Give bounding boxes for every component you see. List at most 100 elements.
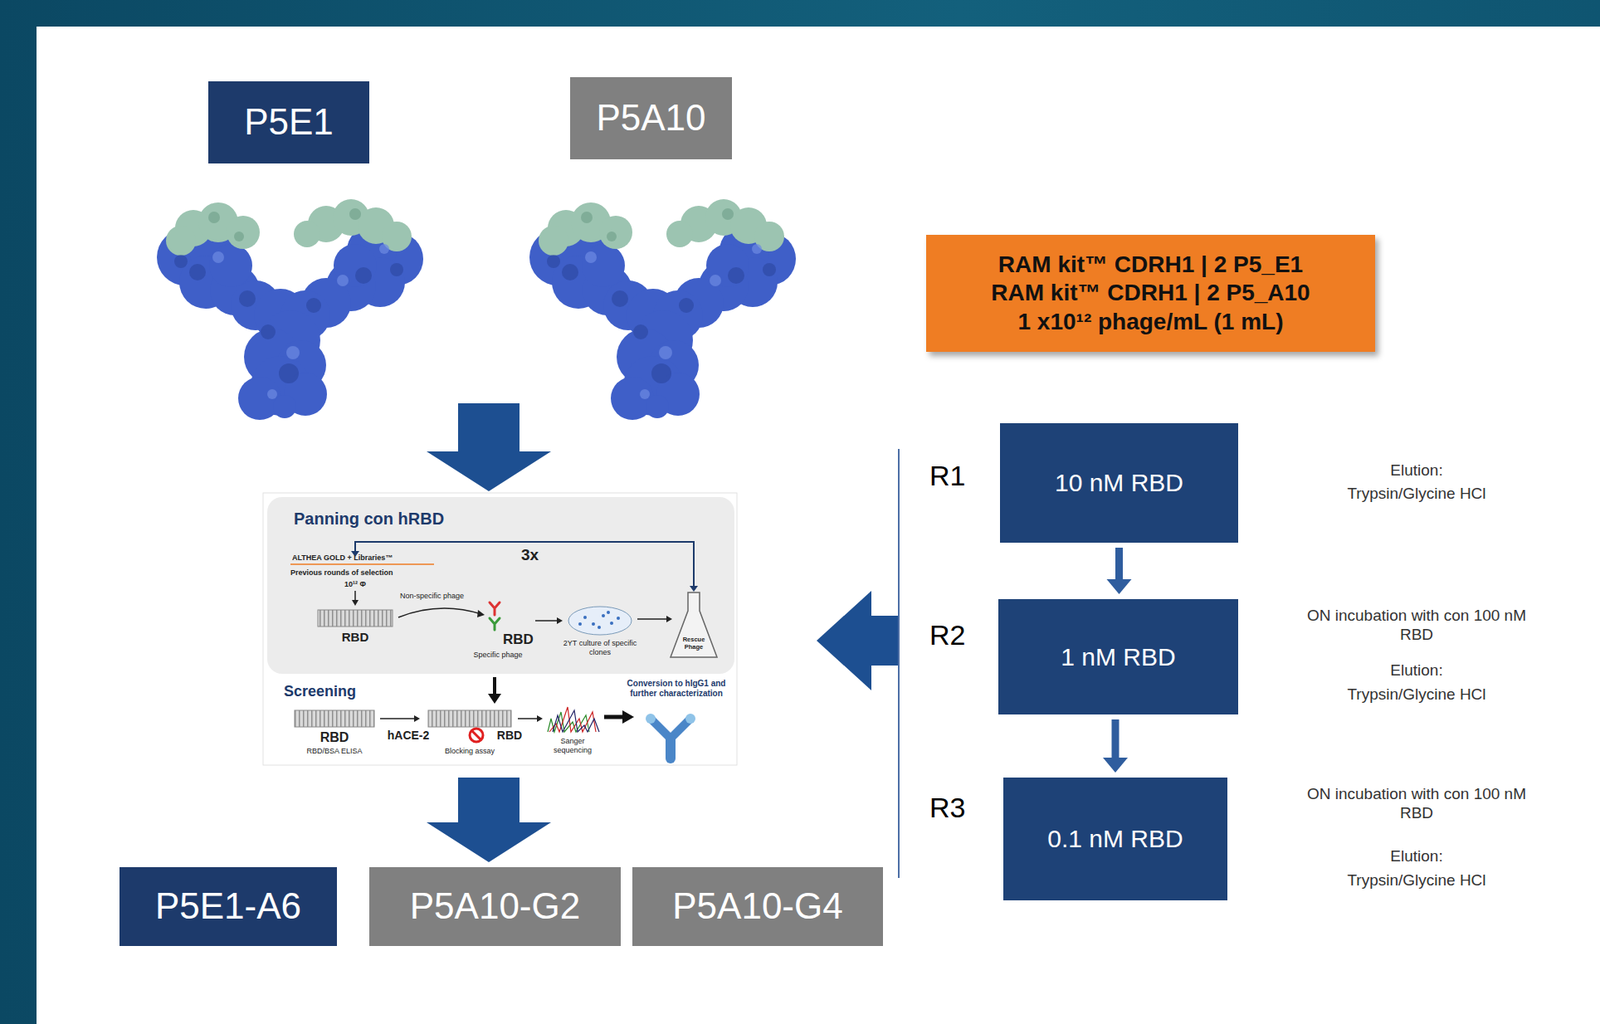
figure-text: ALTHEA GOLD + Libraries™	[292, 553, 393, 563]
sequencing-trace	[549, 707, 596, 732]
arrow	[354, 590, 357, 601]
underline	[290, 563, 435, 566]
antibody-illustration	[212, 243, 390, 400]
antibody-illustration	[267, 389, 278, 400]
antibody-illustration	[189, 263, 206, 281]
curved-arrow	[398, 608, 482, 618]
igg-icon	[645, 713, 696, 759]
phage-icon	[489, 602, 500, 615]
figure-heading: Screening	[283, 682, 357, 702]
elisa-plate	[428, 710, 512, 727]
protocol-note: Elution:	[1390, 661, 1443, 681]
antibody-illustration	[238, 376, 282, 420]
antibody-illustration	[234, 231, 244, 242]
antibody-illustration	[239, 290, 256, 308]
figure-text: RBD	[502, 631, 534, 649]
block-symbol	[471, 730, 482, 741]
figure-text: Previous rounds of selection	[290, 568, 394, 578]
antibody-illustration	[260, 324, 276, 340]
figure-text: Sanger sequencing	[546, 736, 599, 756]
node-text: RAM kit™ CDRH1 | 2 P5_A10	[990, 278, 1310, 308]
node-text: P5A10	[595, 96, 706, 141]
figure-text: Specific phage	[473, 650, 522, 660]
phage-icon	[489, 618, 500, 630]
round-box: 0.1 nM RBD	[1003, 777, 1228, 901]
arrow-shaft	[1115, 547, 1123, 581]
block-symbol	[469, 728, 483, 742]
arrow	[492, 677, 497, 696]
antibody-illustration	[529, 199, 796, 420]
colony-dots	[616, 616, 620, 620]
loop-line	[355, 541, 694, 588]
antibody-illustration	[306, 297, 322, 313]
figure-text: RBD	[497, 728, 522, 743]
arrow-head	[536, 715, 543, 722]
figure-card	[263, 492, 737, 766]
colony-dots	[601, 614, 605, 618]
flask-icon	[670, 592, 718, 658]
figure-text: Conversion to hIgG1 and further characte…	[618, 678, 735, 699]
kit-box: RAM kit™ CDRH1 | 2 P5_E1RAM kit™ CDRH1 |…	[926, 234, 1376, 352]
node-text: RAM kit™ CDRH1 | 2 P5_E1	[998, 250, 1303, 279]
node-text: P5E1	[243, 100, 334, 145]
colony-dots	[591, 622, 596, 626]
library-tag: P5A10	[570, 77, 732, 160]
colony-dots	[578, 610, 620, 630]
antibody-illustration	[336, 274, 349, 287]
sequencing-trace	[547, 712, 590, 732]
clone-tag: P5A10-G4	[632, 867, 883, 947]
protocol-note: Elution:	[1390, 461, 1443, 481]
antibody-illustration	[355, 267, 372, 284]
node-text: P5E1-A6	[155, 884, 302, 929]
antibody-illustration	[209, 243, 253, 288]
figure-text: hACE-2	[387, 728, 430, 743]
clone-tag: P5A10-G2	[369, 867, 621, 947]
figure-text: RBD	[320, 729, 350, 746]
sequencing-trace	[547, 707, 600, 732]
block-arrow	[426, 451, 552, 492]
figure-text: Blocking assay	[444, 746, 495, 757]
antibody-illustration	[174, 254, 188, 269]
block-arrow	[458, 403, 520, 452]
antibody-illustration	[278, 363, 299, 384]
protocol-note: Trypsin/Glycine HCl	[1346, 871, 1486, 891]
antibody-illustration	[273, 395, 297, 419]
figure-text: Rescue Phage	[679, 635, 708, 651]
figure-text: 10¹² Φ	[344, 580, 366, 590]
igg-icon	[650, 718, 691, 739]
block-arrow	[458, 777, 520, 823]
antibody-illustration	[390, 263, 404, 277]
elisa-plate	[317, 609, 393, 627]
arrow-head	[414, 715, 420, 722]
flow-arrow	[1102, 719, 1128, 773]
antibody-illustration	[165, 225, 196, 256]
protocol-note: ON incubation with con 100 nM RBD	[1303, 606, 1530, 645]
figure-text: RBD	[341, 629, 370, 645]
protocol-note: ON incubation with con 100 nM RBD	[1303, 785, 1530, 824]
figure-text: 3x	[521, 546, 539, 566]
sequencing-trace	[552, 710, 600, 732]
arrow	[637, 618, 668, 620]
node-text: 0.1 nM RBD	[1047, 824, 1183, 854]
block-arrow	[869, 615, 898, 666]
antibody-illustration	[212, 251, 225, 264]
node-text: 1 nM RBD	[1060, 642, 1176, 673]
protocol-note: Trypsin/Glycine HCl	[1346, 685, 1486, 705]
arrow-head	[1107, 579, 1132, 595]
colony-dots	[597, 625, 601, 630]
arrow-head	[351, 600, 359, 606]
node-text: P5A10-G4	[672, 884, 843, 929]
colony-dots	[583, 615, 587, 620]
figure-text: RBD/BSA ELISA	[306, 746, 362, 757]
node-text: 10 nM RBD	[1054, 468, 1184, 498]
block-symbol	[469, 728, 483, 742]
arrow	[517, 717, 538, 720]
arrow-head	[622, 710, 635, 724]
protocol-note: Elution:	[1390, 847, 1443, 867]
colony-dots	[578, 622, 582, 626]
bracket-line	[897, 448, 900, 879]
arrow-head	[666, 615, 673, 623]
clone-tag: P5E1-A6	[119, 867, 337, 947]
round-box: 10 nM RBD	[1000, 423, 1239, 543]
antibody-illustration	[379, 243, 390, 254]
